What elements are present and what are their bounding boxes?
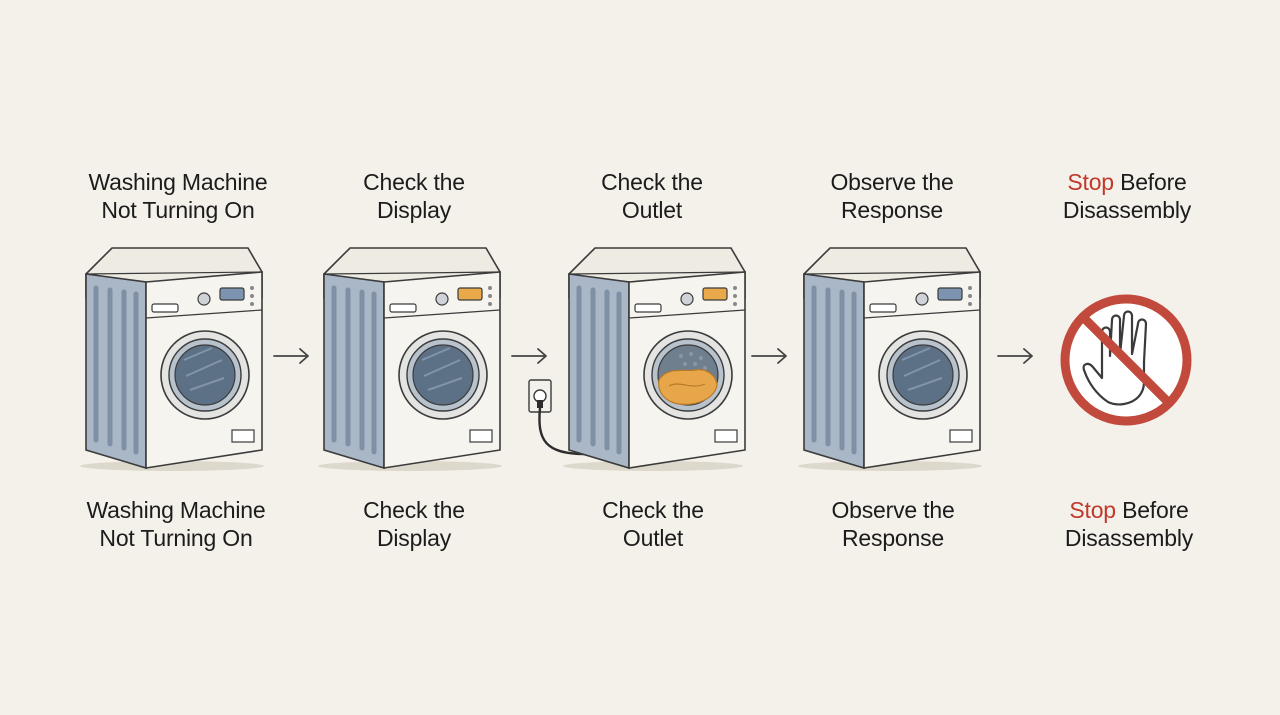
step-3-top-caption: Check the Outlet xyxy=(542,168,762,224)
stop-word: Stop xyxy=(1067,169,1114,195)
step-4-bottom-line-1: Observe the xyxy=(831,497,955,523)
step-5-top-line-1: Stop Before xyxy=(1017,168,1237,196)
step-5-top-caption: Stop Before Disassembly xyxy=(1017,168,1237,224)
step-3-bottom-line-2: Outlet xyxy=(622,525,684,551)
step-5-top-line-1-rest: Before xyxy=(1113,169,1187,195)
washing-machine-outlet-icon xyxy=(528,247,746,471)
step-2-bottom-line-1: Check the xyxy=(363,497,465,523)
step-5-top-line-2: Disassembly xyxy=(1062,197,1192,223)
step-4-top-line-1: Observe the xyxy=(830,169,954,195)
step-4-bottom-caption: Observe the Response xyxy=(783,496,1003,552)
step-4-top-line-2: Response xyxy=(841,197,943,223)
arrow-right-icon xyxy=(511,348,547,364)
step-5-bottom-line-1-rest: Before xyxy=(1115,497,1189,523)
step-2-bottom-caption: Check the Display xyxy=(304,496,524,552)
washing-machine-icon xyxy=(798,247,982,471)
arrow-right-icon xyxy=(997,348,1033,364)
step-3-bottom-line-1: Check the xyxy=(602,497,704,523)
step-4-bottom-line-2: Response xyxy=(842,525,944,551)
step-5-bottom-line-2: Disassembly xyxy=(1064,525,1194,551)
step-1-bottom-line-2: Not Turning On xyxy=(99,525,253,551)
step-2-top-caption: Check the Display xyxy=(304,168,524,224)
arrow-right-icon xyxy=(273,348,309,364)
washing-machine-icon xyxy=(80,247,264,471)
step-2-top-line-1: Check the xyxy=(363,169,465,195)
step-4-top-caption: Observe the Response xyxy=(782,168,1002,224)
step-5-bottom-line-1: Stop Before xyxy=(1019,496,1239,524)
step-1-top-line-2: Not Turning On xyxy=(101,197,255,223)
step-5-bottom-caption: Stop Before Disassembly xyxy=(1019,496,1239,552)
step-1-bottom-line-1: Washing Machine xyxy=(86,497,266,523)
stop-hand-icon xyxy=(1060,294,1192,426)
step-3-top-line-1: Check the xyxy=(601,169,703,195)
step-2-top-line-2: Display xyxy=(376,197,451,223)
stop-word: Stop xyxy=(1069,497,1116,523)
step-3-top-line-2: Outlet xyxy=(621,197,683,223)
step-1-bottom-caption: Washing Machine Not Turning On xyxy=(66,496,286,552)
arrow-right-icon xyxy=(751,348,787,364)
step-3-bottom-caption: Check the Outlet xyxy=(543,496,763,552)
step-1-top-line-1: Washing Machine xyxy=(88,169,268,195)
step-2-bottom-line-2: Display xyxy=(376,525,451,551)
washing-machine-display-icon xyxy=(318,247,502,471)
step-1-top-caption: Washing Machine Not Turning On xyxy=(68,168,288,224)
